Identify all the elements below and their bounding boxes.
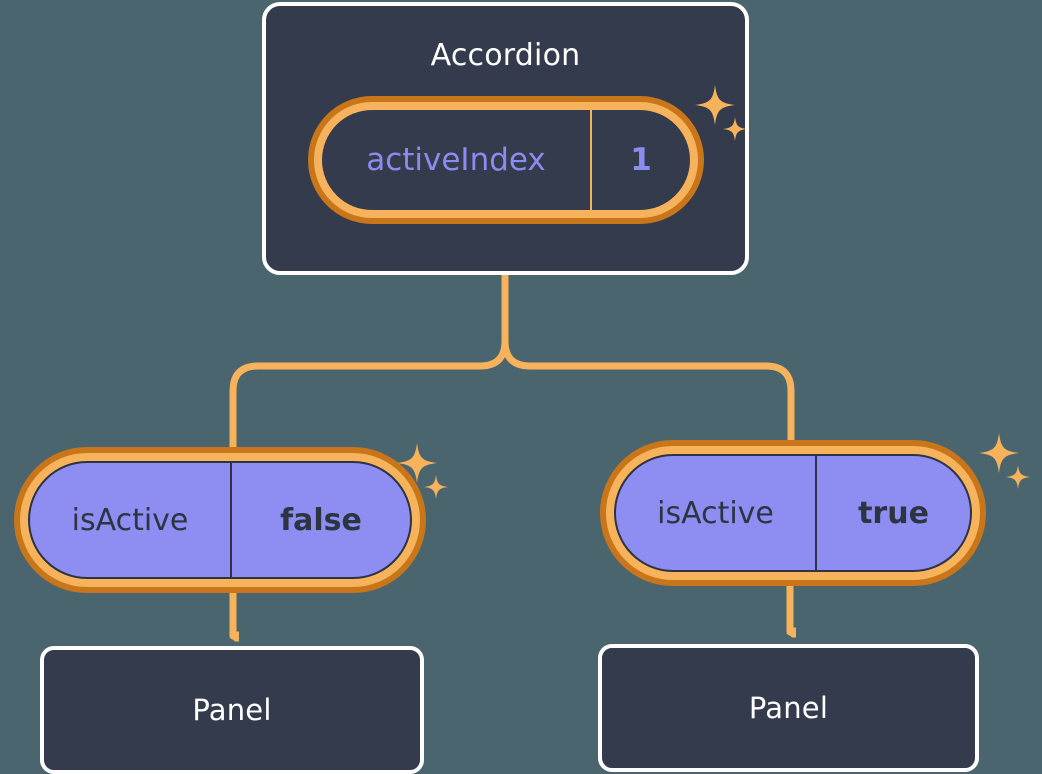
component-panel-left[interactable]: Panel [40,646,424,774]
component-panel-right[interactable]: Panel [598,644,979,772]
wire-branch-left [229,337,509,464]
panel-title: Panel [192,693,272,727]
wire-root-to-children [229,271,795,464]
prop-value-label: true [815,456,970,570]
prop-pill-is-active-false[interactable]: isActive false [14,447,426,593]
state-pill-active-index[interactable]: activeIndex 1 [308,96,704,224]
state-key-label: activeIndex [366,142,546,178]
wire-branch-right [501,337,795,459]
panel-title: Panel [748,691,829,725]
pill-body: isActive true [614,454,972,572]
pill-body: isActive false [28,461,412,579]
prop-value-label: false [230,463,410,577]
prop-key-label: isActive [71,502,189,538]
prop-pill-is-active-true[interactable]: isActive true [600,440,986,586]
prop-key-label: isActive [657,495,774,531]
pill-body: activeIndex 1 [322,110,690,210]
state-value-label: 1 [590,110,690,210]
accordion-title: Accordion [430,38,581,73]
